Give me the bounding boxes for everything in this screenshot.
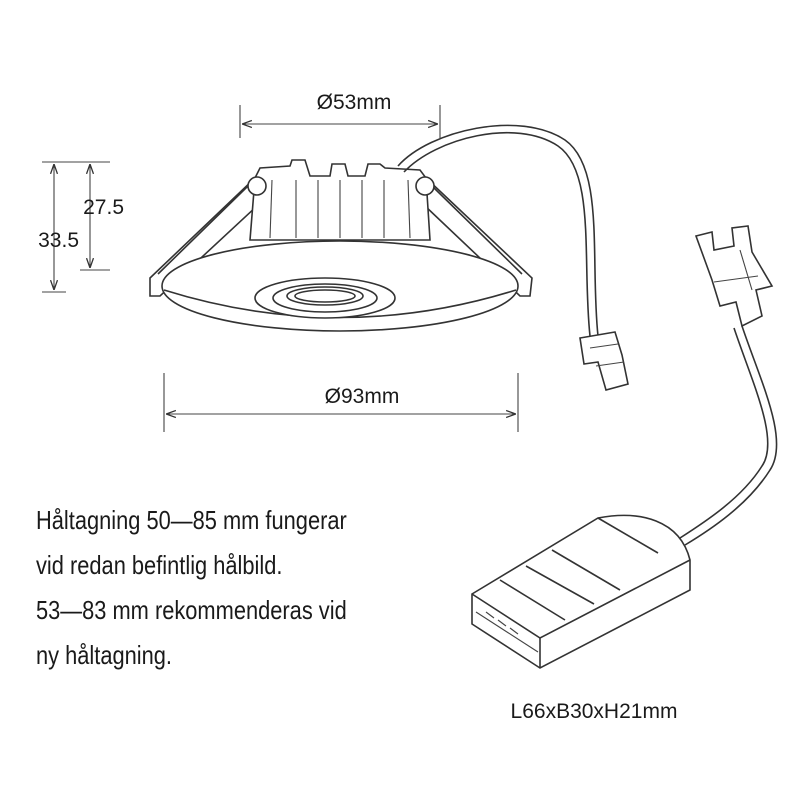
note-line: vid redan befintlig hålbild. xyxy=(36,550,283,580)
cable-illustration xyxy=(397,124,629,391)
height-dimension: 27.5 33.5 xyxy=(38,161,124,293)
driver-size-label: L66xB30xH21mm xyxy=(511,700,678,723)
note-line: ny håltagning. xyxy=(36,640,173,670)
flange-diameter-label: Ø93mm xyxy=(325,385,400,408)
top-diameter-dimension: Ø53mm xyxy=(239,91,441,138)
driver-connector-illustration xyxy=(679,225,778,546)
height-inner-label: 27.5 xyxy=(83,196,124,219)
height-total-label: 33.5 xyxy=(38,229,79,252)
top-diameter-label: Ø53mm xyxy=(317,91,392,114)
note-line: 53—83 mm rekommenderas vid xyxy=(36,595,347,625)
note-line: Håltagning 50—85 mm fungerar xyxy=(36,505,347,535)
downlight-illustration xyxy=(149,159,533,332)
flange-diameter-dimension: Ø93mm xyxy=(163,373,519,432)
hole-cutout-note: Håltagning 50—85 mm fungerar vid redan b… xyxy=(36,498,347,678)
driver-illustration xyxy=(471,514,691,669)
